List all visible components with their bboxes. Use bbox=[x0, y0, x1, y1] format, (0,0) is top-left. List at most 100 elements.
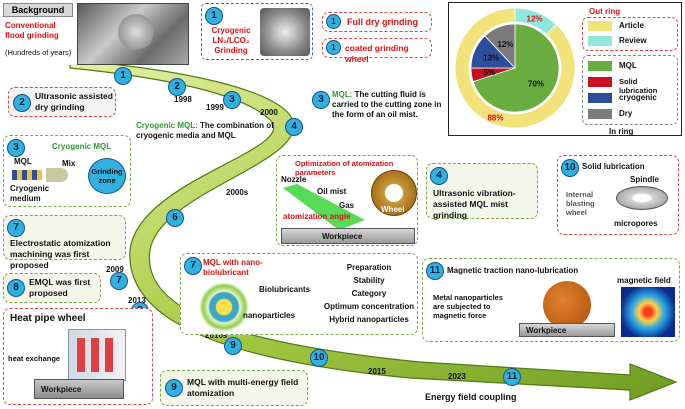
mql-text: The cutting fluid is carried to the cutt… bbox=[332, 90, 442, 119]
year-2010s: 2010s bbox=[205, 331, 228, 340]
coated-wheel-label: coated grinding wheel bbox=[345, 43, 409, 64]
full-dry-box: 1 Full dry grinding bbox=[322, 12, 432, 32]
timeline-marker-9: 9 bbox=[224, 337, 242, 355]
legend-swatch-dry bbox=[588, 109, 612, 119]
cryo-mql-text: The combination of cryogenic media and M… bbox=[136, 121, 274, 140]
year-2009: 2009 bbox=[106, 265, 124, 274]
marker-7-nano: 7 bbox=[184, 257, 202, 275]
micropores-label: micropores bbox=[614, 219, 658, 228]
nano-box: 7 MQL with nano-biolubricant Biolubrican… bbox=[180, 253, 418, 335]
timeline-marker-10: 10 bbox=[310, 349, 328, 367]
outer-slice-article bbox=[454, 7, 576, 129]
mql-prefix: MQL: bbox=[332, 90, 353, 99]
cryo-mql-prefix: Cryogenic MQL: bbox=[136, 121, 198, 130]
in-ring-legend: MQL Solid lubrication cryogenic Dry bbox=[582, 55, 678, 125]
legend-swatch-solid bbox=[588, 77, 612, 87]
electrostatic-label: Electrostatic atomization machining was … bbox=[10, 238, 111, 270]
legend-dry: Dry bbox=[619, 109, 633, 118]
solid-lub-title: Solid lubrication bbox=[582, 162, 645, 171]
wheel-label: Wheel bbox=[381, 205, 405, 214]
background-subtitle: Conventional flood grinding bbox=[5, 21, 59, 40]
workpiece-bar: Workpiece bbox=[281, 228, 415, 244]
internal-blasting-label: Internal blasting wheel bbox=[566, 190, 595, 217]
cryo-mql-definition: Cryogenic MQL: The combination of cryoge… bbox=[136, 121, 286, 141]
outer-slice-review bbox=[514, 7, 557, 36]
magnetic-wheel-graphic bbox=[543, 281, 591, 329]
background-title: Background bbox=[3, 3, 73, 17]
magnetic-field-map bbox=[621, 287, 675, 337]
marker-1: 1 bbox=[205, 7, 223, 25]
timeline-marker-1: 1 bbox=[114, 67, 132, 85]
background-box: Background Conventional flood grinding (… bbox=[3, 3, 189, 65]
ultrasonic-mql-box: 4 Ultrasonic vibration-assisted MQL mist… bbox=[426, 163, 538, 220]
cryo-medium-label: Cryogenic medium bbox=[10, 184, 50, 203]
inner-slice-dry bbox=[484, 23, 516, 70]
heat-pipe-box: Heat pipe wheel heat exchange Workpiece bbox=[3, 308, 153, 405]
nano-title: MQL with nano-biolubricant bbox=[203, 258, 263, 277]
cryo-pipes bbox=[12, 170, 42, 180]
timeline-marker-3: 3 bbox=[223, 91, 241, 109]
marker-10: 10 bbox=[561, 159, 579, 177]
multi-energy-label: MQL with multi-energy field atomization bbox=[187, 377, 299, 398]
cryo-diagram-title: Cryogenic MQL bbox=[52, 142, 112, 151]
nano-list-item: Optimum concentration bbox=[323, 302, 415, 311]
ultrasonic-dry-box: 2 Ultrasonic assisted dry grinding bbox=[8, 87, 116, 117]
marker-3-cryo: 3 bbox=[7, 139, 25, 157]
pie-chart-panel: 88%12%70%5%13%12% Out ring Article Revie… bbox=[448, 2, 682, 136]
electrostatic-box: 7 Electrostatic atomization machining wa… bbox=[3, 215, 126, 270]
year-2013: 2013 bbox=[128, 296, 146, 305]
cryo-mix-label: Mix bbox=[62, 159, 76, 168]
inner-slice-mql bbox=[472, 23, 560, 113]
marker-11: 11 bbox=[426, 262, 444, 280]
legend-review: Review bbox=[619, 36, 647, 45]
legend-swatch-review bbox=[588, 36, 612, 46]
inner-label-dry: 12% bbox=[497, 40, 513, 49]
year-2000s: 2000s bbox=[226, 188, 249, 197]
nano-list-item: Preparation bbox=[346, 263, 392, 272]
marker-1b: 1 bbox=[326, 14, 341, 29]
atomization-angle-label: atomization angle bbox=[283, 212, 351, 221]
nano-list-item: Stability bbox=[353, 276, 385, 285]
ultrasonic-mql-label: Ultrasonic vibration-assisted MQL mist g… bbox=[433, 188, 516, 220]
magnetic-workpiece-label: Workpiece bbox=[526, 326, 567, 335]
inner-label-mql: 70% bbox=[528, 79, 544, 88]
cryogenic-grinding-label: Cryogenic LN₂/LCO₂ Grinding bbox=[211, 26, 251, 55]
solid-lub-box: 10 Solid lubrication Spindle Internal bl… bbox=[557, 155, 679, 235]
year-2000: 2000 bbox=[260, 108, 278, 117]
magnetic-desc: Metal nanoparticles are subjected to mag… bbox=[433, 293, 504, 320]
timeline-marker-6: 6 bbox=[166, 209, 184, 227]
grinding-zone-circle: Grinding zone bbox=[88, 158, 126, 194]
legend-mql: MQL bbox=[619, 61, 637, 70]
outer-label-article: 88% bbox=[487, 113, 503, 122]
heat-exchange-label: heat exchange bbox=[8, 354, 61, 363]
cryo-diagram-box: 3 Cryogenic MQL MQL Mix Grinding zone Cr… bbox=[3, 135, 131, 207]
spray-cone bbox=[283, 184, 365, 230]
workpiece-label-atomization: Workpiece bbox=[322, 232, 363, 241]
marker-4: 4 bbox=[430, 167, 448, 185]
atomization-box: Optimization of atomization parameters N… bbox=[276, 155, 418, 246]
magnetic-field-label: magnetic field bbox=[617, 276, 671, 285]
legend-swatch-cryogenic bbox=[588, 93, 612, 103]
nanoparticles-label: nanoparticles bbox=[243, 311, 296, 320]
cryo-nozzle bbox=[46, 168, 68, 182]
multi-energy-box: 9 MQL with multi-energy field atomizatio… bbox=[160, 370, 308, 406]
year-1999: 1999 bbox=[206, 103, 224, 112]
marker-9-multi: 9 bbox=[165, 379, 183, 397]
year-1998: 1998 bbox=[174, 95, 192, 104]
wheel-graphic bbox=[371, 170, 417, 216]
background-years: (Hundreds of years) bbox=[5, 48, 72, 57]
gas-label: Gas bbox=[339, 201, 355, 210]
timeline-marker-11: 11 bbox=[503, 368, 521, 386]
legend-swatch-article bbox=[588, 21, 612, 31]
cryogenic-grinding-box: 1 Cryogenic LN₂/LCO₂ Grinding bbox=[201, 3, 313, 60]
coated-wheel-box: 1 coated grinding wheel bbox=[322, 38, 432, 64]
oil-mist-label: Oil mist bbox=[317, 187, 347, 196]
inner-label-solid-lubrication: 5% bbox=[484, 68, 496, 77]
grinding-machine-photo bbox=[77, 3, 189, 65]
heat-workpiece-bar: Workpiece bbox=[34, 379, 124, 399]
in-ring-title: In ring bbox=[609, 127, 634, 136]
out-ring-legend: Article Review bbox=[582, 17, 678, 51]
marker-1c: 1 bbox=[326, 40, 341, 55]
year-2023: 2023 bbox=[448, 372, 466, 381]
